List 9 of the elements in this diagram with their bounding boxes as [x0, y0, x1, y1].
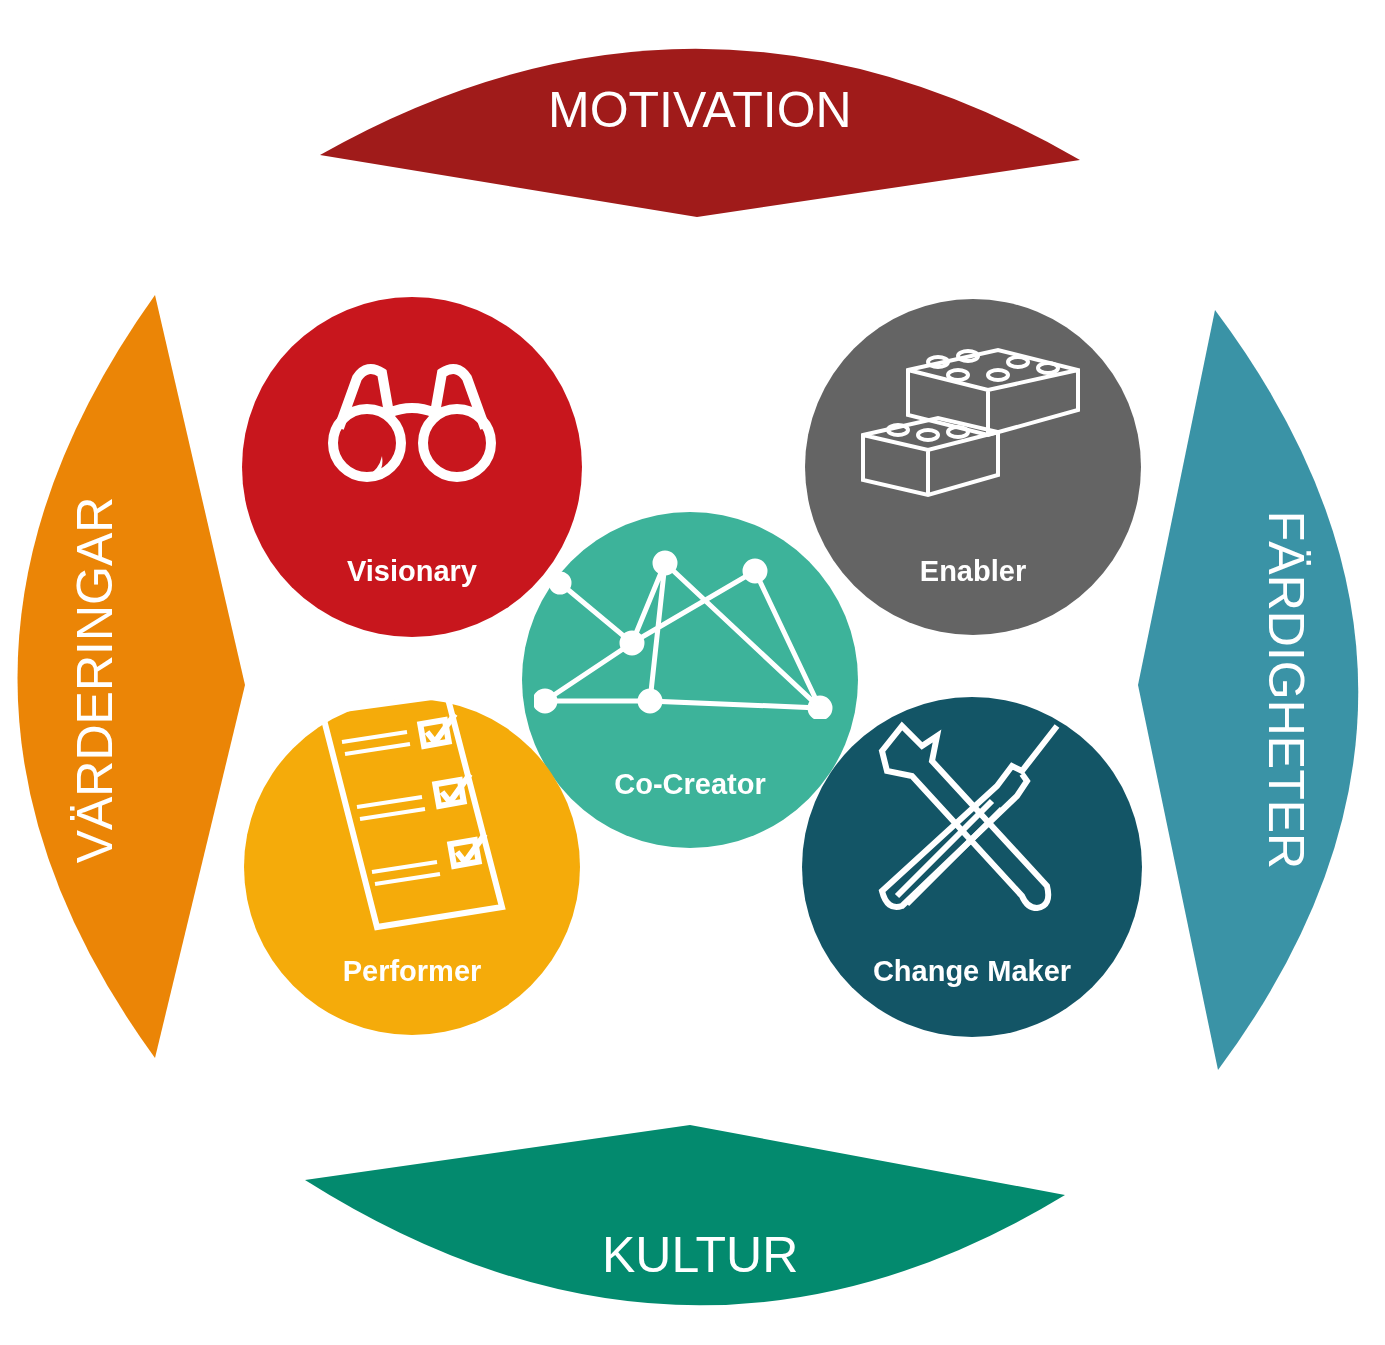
band-label: FÄRDIGHETER — [1261, 510, 1312, 870]
role-label: Co-Creator — [613, 770, 767, 799]
role-label: Performer — [341, 957, 483, 986]
band-label: KULTUR — [602, 1230, 799, 1280]
band-label: MOTIVATION — [548, 85, 852, 135]
role-label: Change Maker — [871, 957, 1073, 986]
band-label: VÄRDERINGAR — [69, 496, 120, 864]
role-label: Enabler — [918, 557, 1028, 586]
role-label: Visionary — [345, 557, 478, 586]
